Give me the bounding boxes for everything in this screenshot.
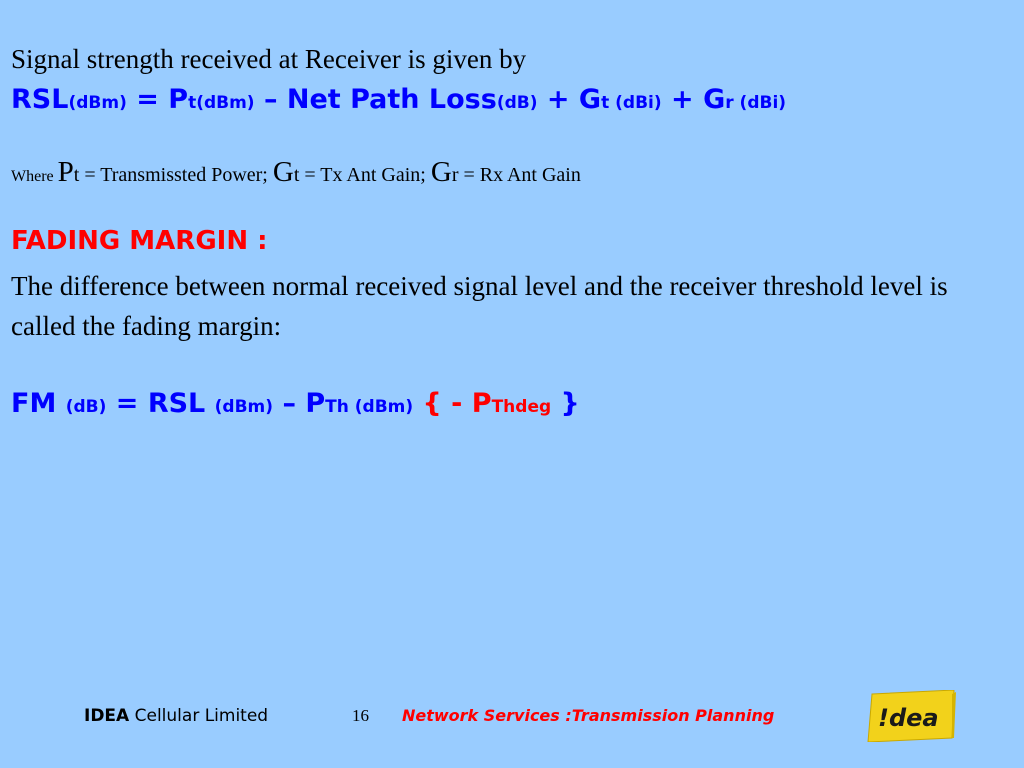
fading-margin-heading: FADING MARGIN :	[11, 226, 268, 256]
company-bold: IDEA	[84, 706, 130, 726]
fm-rsl-unit: (dBm)	[214, 397, 274, 417]
gt-term: + G	[537, 84, 602, 115]
logo-text: !dea	[878, 704, 939, 732]
gt-subscript: t	[601, 93, 610, 113]
intro-text: Signal strength received at Receiver is …	[11, 44, 527, 74]
gr-unit: (dBi)	[733, 93, 787, 113]
gr-term: + G	[661, 84, 726, 115]
gr-definition: r = Rx Ant Gain	[451, 164, 581, 186]
rsl-formula: RSL(dBm) = Pt(dBm) – Net Path Loss(dB) +…	[11, 84, 786, 115]
formula-closing-brace: }	[551, 388, 580, 419]
path-loss-term: – Net Path Loss	[254, 84, 497, 115]
pt-term: = P	[126, 84, 189, 115]
gr-symbol: G	[430, 156, 452, 188]
fm-term: FM	[11, 388, 66, 419]
gt-definition: t = Tx Ant Gain;	[293, 164, 431, 186]
pthdeg-term: { - P	[413, 388, 492, 419]
fm-formula: FM (dB) = RSL (dBm) – PTh (dBm) { - PThd…	[11, 388, 580, 419]
gt-unit: (dBi)	[609, 93, 662, 113]
gr-subscript: r	[725, 93, 734, 113]
company-rest: Cellular Limited	[129, 706, 269, 726]
p-definition: t = Transmissted Power;	[73, 164, 273, 186]
fading-margin-definition: The difference between normal received s…	[11, 271, 948, 341]
where-definitions: Where Pt = Transmissted Power; Gt = Tx A…	[11, 156, 581, 189]
rsl-term: RSL	[11, 84, 69, 115]
gt-symbol: G	[272, 156, 294, 188]
fm-unit: (dB)	[65, 397, 107, 417]
pthdeg-subscript: Thdeg	[491, 397, 552, 417]
footer-title: Network Services :Transmission Planning	[402, 706, 775, 725]
footer-company: IDEA Cellular Limited	[84, 706, 268, 726]
pth-unit: (dBm)	[348, 397, 414, 417]
p-symbol: P	[57, 156, 74, 188]
path-loss-unit: (dB)	[496, 93, 538, 113]
pth-subscript: Th	[325, 397, 349, 417]
where-label: Where	[11, 168, 58, 185]
rsl-unit: (dBm)	[68, 93, 127, 113]
fm-rsl-term: = RSL	[106, 388, 215, 419]
idea-logo-icon: !dea	[867, 690, 956, 742]
page-number: 16	[352, 706, 369, 725]
pth-term: – P	[273, 388, 326, 419]
pt-subscript: t(dBm)	[188, 93, 255, 113]
